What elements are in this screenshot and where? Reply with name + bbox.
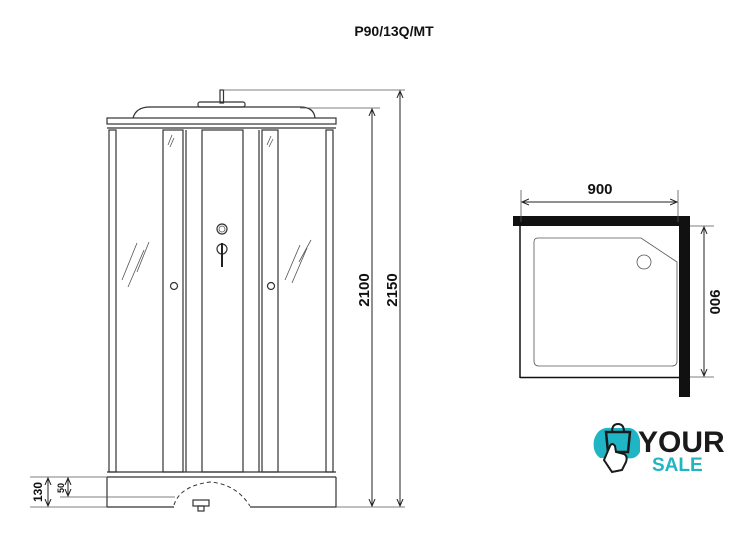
page-title: P90/13Q/MT: [354, 23, 434, 39]
top-rail: [106, 117, 337, 125]
left-post: [108, 129, 117, 473]
shower-pipe: [219, 89, 225, 104]
dim-depth: 900: [706, 289, 723, 314]
diverter-knob: [216, 223, 228, 235]
right-door-panel: [261, 129, 279, 473]
bag-icon: [604, 430, 632, 454]
tray-foot: [192, 499, 210, 507]
front-view: [106, 89, 337, 512]
hand-icon: [602, 443, 628, 474]
side-wall: [679, 216, 690, 397]
back-wall: [513, 216, 690, 226]
glass-reflection: [121, 134, 312, 288]
dim-2100: 2100: [356, 273, 373, 306]
dim-2150: 2150: [384, 273, 401, 306]
logo-sale: SALE: [652, 455, 703, 476]
tray: [106, 477, 337, 508]
right-door-handle: [266, 281, 276, 291]
plan-view: 900 900: [513, 181, 723, 397]
front-dimensions: 2100 2150 130 50: [30, 89, 405, 508]
logo-your: YOUR: [638, 426, 725, 459]
dim-50: 50: [56, 483, 66, 493]
yoursale-logo: YOUR SALE: [593, 422, 725, 476]
right-post: [325, 129, 334, 473]
dim-130: 130: [31, 482, 45, 502]
tray-outline: [533, 237, 678, 367]
left-door-panel: [162, 129, 184, 473]
drain-icon: [636, 254, 652, 270]
dim-width: 900: [587, 181, 612, 198]
left-door-handle: [169, 281, 179, 291]
roof-dome: [132, 106, 316, 119]
center-panel: [201, 129, 244, 473]
